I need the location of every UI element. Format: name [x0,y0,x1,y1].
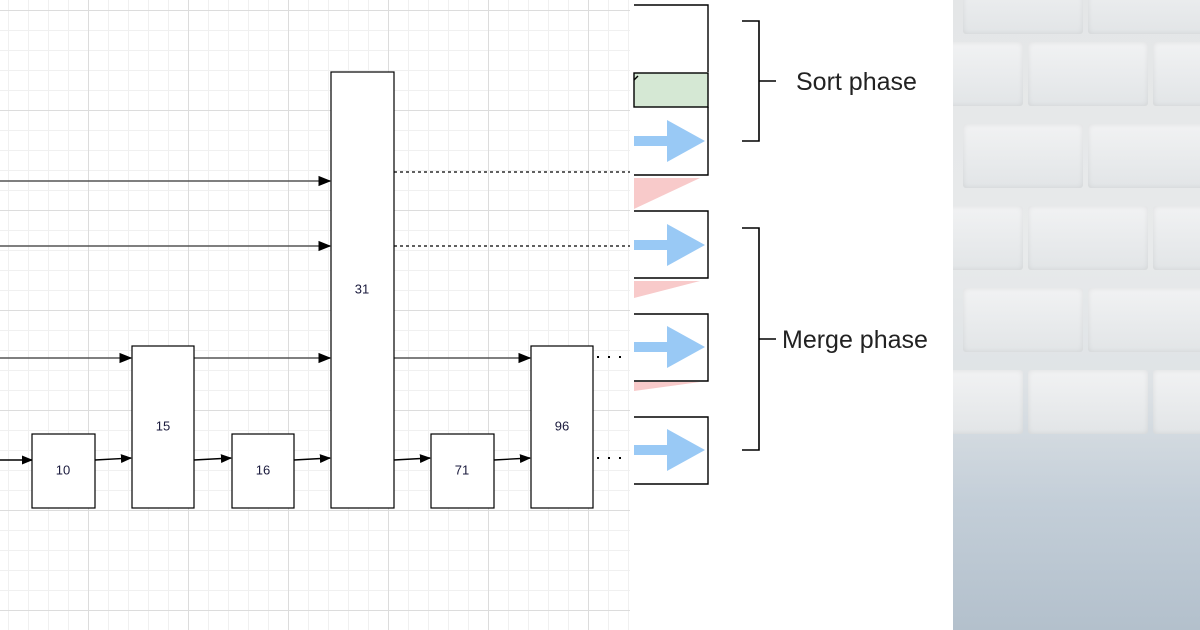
brick [1153,370,1200,434]
stage-box-2 [633,72,709,108]
bracket [742,227,776,451]
node-box [231,433,295,509]
node-box [131,345,195,509]
node-label: 31 [355,281,369,296]
stage-box-3 [634,107,709,176]
merge-phase-brace [742,227,776,451]
stage-box-outline [634,4,709,72]
red-wedge-3 [634,382,700,391]
node-31: 31 [330,71,395,509]
merge-phase-label: Merge phase [782,326,928,354]
brick [1088,0,1200,34]
red-wedge-1 [634,178,700,209]
node-71: 71 [430,433,495,509]
node-10: 10 [31,433,96,509]
sort-phase-brace [742,20,776,142]
stage-box-outline [634,210,709,279]
stage-box-outline [634,107,709,176]
green-band [633,72,709,108]
node-16: 16 [231,433,295,509]
brick [963,0,1083,34]
brick [1153,206,1200,270]
node-label: 10 [56,462,70,477]
sort-phase-label: Sort phase [796,68,917,96]
blue-arrow-icon [634,120,705,162]
brick [1088,124,1200,188]
brick [1088,288,1200,352]
brick [953,206,1023,270]
node-label: 71 [455,462,469,477]
node-96: 96 [530,345,594,509]
edge-31-to-71 [393,454,432,464]
blue-arrow-icon [634,326,705,368]
stage-box-outline [634,416,709,485]
grid-canvas [0,0,630,630]
node-box [430,433,495,509]
node-box [330,71,395,509]
red-wedge-2 [634,281,700,298]
brick [1028,370,1148,434]
pencil-mark [633,75,639,81]
blue-arrow-icon [634,224,705,266]
node-box [530,345,594,509]
edge-16-to-31 [293,454,332,464]
edge-10-to-15 [94,454,133,464]
brick [1028,42,1148,106]
brick [1153,42,1200,106]
brick [953,42,1023,106]
stage-box-outline [634,313,709,382]
node-label: 96 [555,418,569,433]
node-label: 15 [156,418,170,433]
brick [1028,206,1148,270]
stage-box-4 [634,210,709,279]
brick [963,124,1083,188]
stage-box-6 [634,416,709,485]
brick-wall-photo [953,0,1200,630]
stage-box-5 [634,313,709,382]
node-label: 16 [256,462,270,477]
brick [953,370,1023,434]
edge-71-to-96 [493,454,532,464]
brick [963,288,1083,352]
node-15: 15 [131,345,195,509]
node-box [31,433,96,509]
edge-15-to-16 [193,454,233,464]
bracket [742,20,776,142]
blue-arrow-icon [634,429,705,471]
stage-box-1 [634,4,709,72]
